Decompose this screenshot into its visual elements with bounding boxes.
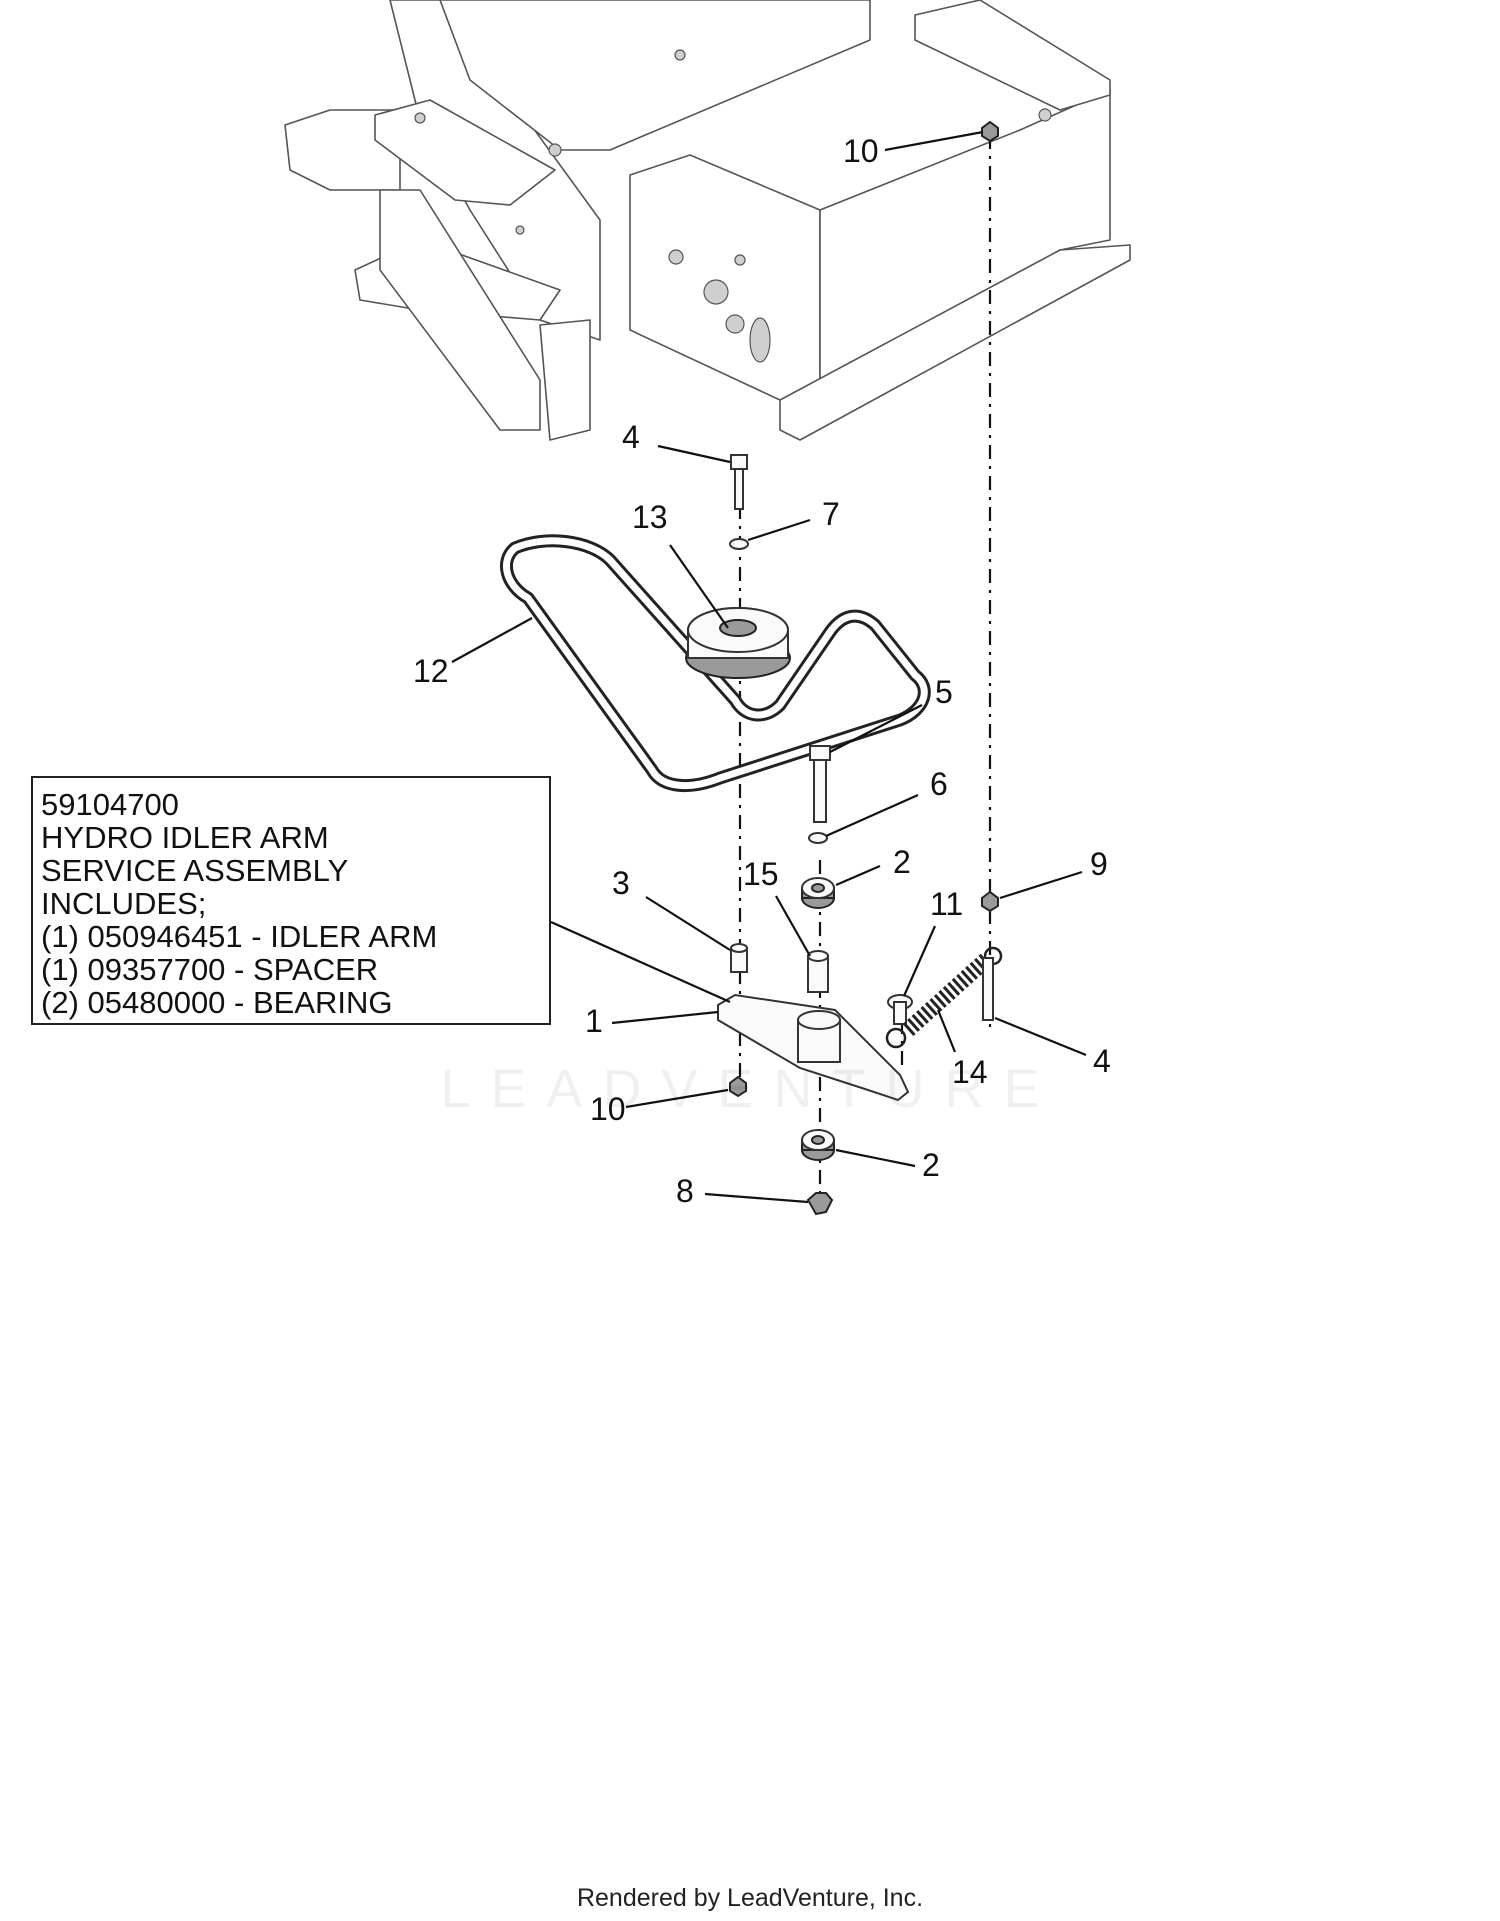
assembly-line-4: (1) 050946451 - IDLER ARM [41, 919, 438, 954]
leader-lines [451, 130, 1087, 1204]
callout-2-top: 2 [893, 844, 911, 880]
callout-numbers: 10 4 7 13 12 5 6 2 9 3 15 11 1 4 14 10 2… [413, 133, 1111, 1209]
service-assembly-box: 59104700 HYDRO IDLER ARM SERVICE ASSEMBL… [31, 776, 551, 1025]
nut-10-top [981, 120, 999, 143]
pin-4-right [982, 957, 994, 1021]
callout-13: 13 [632, 499, 668, 535]
callout-12: 12 [413, 653, 449, 689]
callout-5: 5 [935, 674, 953, 710]
washer-6 [808, 832, 828, 844]
assembly-part-number: 59104700 [41, 787, 179, 822]
nut-9 [981, 890, 999, 913]
callout-10-bottom: 10 [590, 1091, 626, 1127]
idler-pulley [685, 607, 791, 679]
callout-11: 11 [930, 886, 963, 922]
washer-7 [729, 538, 749, 550]
assembly-line-6: (2) 05480000 - BEARING [41, 985, 393, 1020]
bearing-2-bottom [801, 1129, 835, 1161]
nut-10-bottom [729, 1075, 747, 1098]
footer-credit: Rendered by LeadVenture, Inc. [576, 1884, 924, 1912]
nut-8 [806, 1192, 834, 1216]
callout-9: 9 [1090, 846, 1108, 882]
mower-frame [284, 0, 1131, 441]
assembly-line-3: INCLUDES; [41, 886, 207, 921]
assembly-line-5: (1) 09357700 - SPACER [41, 952, 379, 987]
callout-1: 1 [585, 1003, 603, 1039]
spacer-3 [730, 943, 748, 973]
callout-7: 7 [822, 496, 840, 532]
callout-8: 8 [676, 1173, 694, 1209]
callout-6: 6 [930, 766, 948, 802]
idler-arm-1 [717, 993, 910, 1102]
drive-belt [500, 534, 931, 793]
assembly-line-1: HYDRO IDLER ARM [41, 820, 329, 855]
shoulder-bolt-11 [887, 994, 913, 1025]
assembly-line-2: SERVICE ASSEMBLY [41, 853, 349, 888]
callout-4-right: 4 [1093, 1043, 1111, 1079]
bolt-5 [809, 745, 831, 823]
callout-15: 15 [743, 856, 779, 892]
callout-3: 3 [612, 865, 630, 901]
callout-2-bottom: 2 [922, 1147, 940, 1183]
bearing-2-top [801, 877, 835, 909]
spacer-15 [807, 950, 829, 993]
bolt-4-top [730, 454, 748, 510]
callout-10-top: 10 [843, 133, 879, 169]
callout-14: 14 [952, 1054, 988, 1090]
callout-4-top: 4 [622, 419, 640, 455]
watermark: LEADVENTURE [440, 1059, 1060, 1119]
